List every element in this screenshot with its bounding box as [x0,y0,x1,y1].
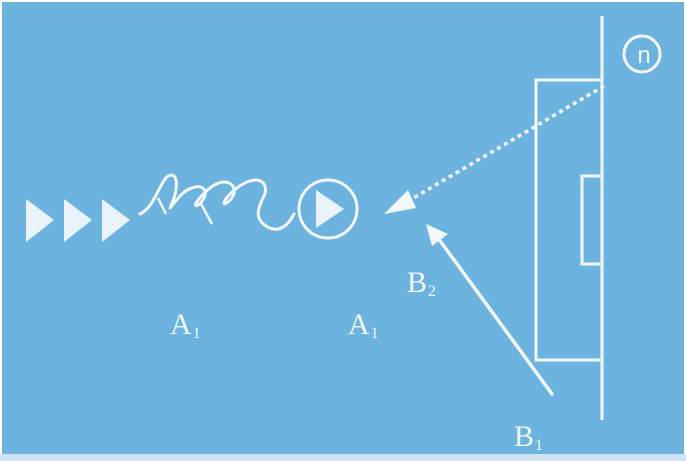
label-a1-right-sub: 1 [370,325,379,342]
label-a1-right-main: A [348,308,370,341]
label-b1-sub: 1 [535,437,544,454]
label-b1-main: B [514,420,535,453]
label-a1-left: A1 [170,310,201,342]
circled-triangle-ring [297,178,359,240]
solid-arrow-line [436,236,554,396]
label-a1-left-main: A [170,308,192,341]
wave-tick-2 [198,201,214,225]
label-a1-right: A1 [348,310,379,342]
label-b2-main: B [407,266,428,299]
dotted-arrow-head [384,190,416,214]
label-b1: B1 [514,422,543,454]
wavy-trajectory [138,173,296,231]
dotted-arrow-line [409,84,605,202]
bottom-edge-band [0,454,686,461]
diagram-drawing [26,16,662,420]
triangle-marker-3 [102,199,130,242]
label-b2: B2 [407,268,436,300]
badge-circle [622,34,662,74]
triangle-marker-2 [64,199,92,242]
wave-tick-1 [156,197,168,215]
tall-rectangle [534,78,604,362]
small-rectangle [580,174,604,266]
diagram-canvas: n A1 A1 B2 B1 [2,2,684,454]
badge-letter: n [637,42,651,69]
triangle-marker-1 [26,199,54,242]
label-b2-sub: 2 [428,283,437,300]
circled-triangle-marker [316,190,344,228]
label-a1-left-sub: 1 [192,325,201,342]
solid-arrow-head [426,224,448,246]
